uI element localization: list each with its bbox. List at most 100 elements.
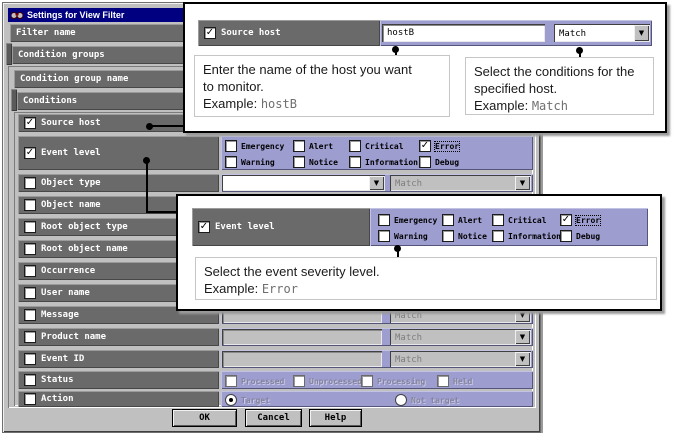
event-level-option[interactable]: Notice [442, 230, 487, 242]
chevron-down-icon[interactable]: ▼ [515, 176, 530, 190]
notice-checkbox[interactable] [293, 156, 305, 168]
event-level-option[interactable]: Emergency [225, 140, 284, 152]
event-id-controls: Match ▼ [221, 350, 533, 368]
warning-checkbox[interactable] [225, 156, 237, 168]
match-combo-value: Match [395, 311, 423, 321]
error-checkbox[interactable] [419, 140, 431, 152]
callout-source-host-label: Source host [221, 28, 281, 38]
row-band-event-level: Event level [18, 136, 219, 170]
match-combo-value: Match [559, 29, 587, 39]
occurrence-checkbox[interactable] [24, 265, 36, 277]
event-id-field[interactable] [222, 351, 382, 367]
leader-dot-source-host [146, 123, 153, 130]
message-match-combo[interactable]: Match ▼ [390, 307, 531, 323]
chevron-down-icon[interactable]: ▼ [515, 330, 530, 344]
row-band-action: Action [18, 391, 219, 407]
product-name-field[interactable] [222, 329, 382, 345]
chevron-down-icon[interactable]: ▼ [634, 25, 649, 41]
row-band-root-object-name: Root object name [18, 240, 219, 258]
chevron-down-icon[interactable]: ▼ [515, 352, 530, 366]
leader-line-event-level-v [146, 160, 148, 213]
notice-checkbox[interactable] [442, 230, 454, 242]
event-level-option[interactable]: Notice [293, 156, 338, 168]
target-radio [225, 394, 237, 406]
user-name-checkbox[interactable] [24, 287, 36, 299]
event-level-option[interactable]: Information [492, 230, 561, 242]
row-band-object-name: Object name [18, 196, 219, 214]
event-level-option[interactable]: Error [560, 214, 602, 226]
source-host-match-combo[interactable]: Match ▼ [554, 24, 650, 42]
object-type-controls: ▼ Match ▼ [221, 174, 533, 192]
object-type-checkbox[interactable] [24, 177, 36, 189]
callout-source-host-checkbox[interactable] [204, 27, 216, 39]
alert-checkbox[interactable] [442, 214, 454, 226]
window-title: Settings for View Filter [27, 10, 125, 20]
event-level-checkbox[interactable] [24, 147, 36, 159]
object-type-label: Object type [41, 178, 101, 188]
event-level-option[interactable]: Critical [349, 140, 404, 152]
event-level-option[interactable]: Warning [378, 230, 428, 242]
product-name-checkbox[interactable] [24, 331, 36, 343]
root-object-type-checkbox[interactable] [24, 221, 36, 233]
event-level-option[interactable]: Critical [492, 214, 547, 226]
event-id-checkbox[interactable] [24, 353, 36, 365]
event-level-controls: Emergency Alert Critical Error Warning N… [221, 136, 533, 170]
status-label: Status [41, 375, 74, 385]
callout-event-level-checkbox[interactable] [198, 221, 210, 233]
information-checkbox[interactable] [349, 156, 361, 168]
object-type-match-combo[interactable]: Match ▼ [390, 175, 531, 191]
callout-event-level-band: Event level [192, 208, 370, 246]
source-host-input[interactable]: hostB [382, 24, 545, 42]
emergency-checkbox[interactable] [225, 140, 237, 152]
occurrence-label: Occurrence [41, 266, 96, 276]
event-level-option[interactable]: Debug [560, 230, 600, 242]
condition-group-name-label: Condition group name [20, 74, 129, 84]
cancel-button[interactable]: Cancel [245, 409, 302, 427]
critical-checkbox[interactable] [349, 140, 361, 152]
binoculars-icon [11, 11, 23, 19]
action-target-option: Target [225, 394, 270, 406]
callout-line-severity [397, 247, 399, 257]
event-level-option[interactable]: Debug [419, 156, 459, 168]
action-checkbox[interactable] [24, 393, 36, 405]
debug-checkbox[interactable] [419, 156, 431, 168]
object-name-label: Object name [41, 200, 101, 210]
warning-checkbox[interactable] [378, 230, 390, 242]
event-level-option[interactable]: Warning [225, 156, 275, 168]
object-name-checkbox[interactable] [24, 199, 36, 211]
information-checkbox[interactable] [492, 230, 504, 242]
chevron-down-icon[interactable]: ▼ [515, 308, 530, 322]
product-name-match-combo[interactable]: Match ▼ [390, 329, 531, 345]
condition-group-name-band: Condition group name [14, 70, 219, 88]
processed-checkbox [225, 375, 237, 387]
event-level-option[interactable]: Alert [293, 140, 333, 152]
source-host-input-value: hostB [387, 28, 415, 38]
source-host-label: Source host [41, 118, 101, 128]
message-field[interactable] [222, 307, 382, 323]
event-level-option[interactable]: Emergency [378, 214, 437, 226]
object-type-combo[interactable]: ▼ [222, 175, 385, 191]
status-option: Held [437, 375, 472, 387]
source-host-checkbox[interactable] [24, 117, 36, 129]
condition-groups-label: Condition groups [18, 50, 105, 60]
alert-checkbox[interactable] [293, 140, 305, 152]
event-level-label: Event level [41, 148, 101, 158]
note-condition: Select the conditions for the specified … [465, 57, 654, 115]
message-checkbox[interactable] [24, 309, 36, 321]
debug-checkbox[interactable] [560, 230, 572, 242]
chevron-down-icon[interactable]: ▼ [369, 176, 384, 190]
error-checkbox[interactable] [560, 214, 572, 226]
help-button[interactable]: Help [309, 409, 362, 427]
emergency-checkbox[interactable] [378, 214, 390, 226]
match-combo-value: Match [395, 355, 423, 365]
event-level-option[interactable]: Information [349, 156, 418, 168]
event-level-option[interactable]: Alert [442, 214, 482, 226]
conditions-indent [11, 89, 17, 111]
event-level-option[interactable]: Error [419, 140, 461, 152]
callout-source-host-band: Source host [198, 20, 380, 46]
root-object-name-checkbox[interactable] [24, 243, 36, 255]
critical-checkbox[interactable] [492, 214, 504, 226]
event-id-match-combo[interactable]: Match ▼ [390, 351, 531, 367]
ok-button[interactable]: OK [172, 409, 237, 427]
status-checkbox[interactable] [24, 374, 36, 386]
